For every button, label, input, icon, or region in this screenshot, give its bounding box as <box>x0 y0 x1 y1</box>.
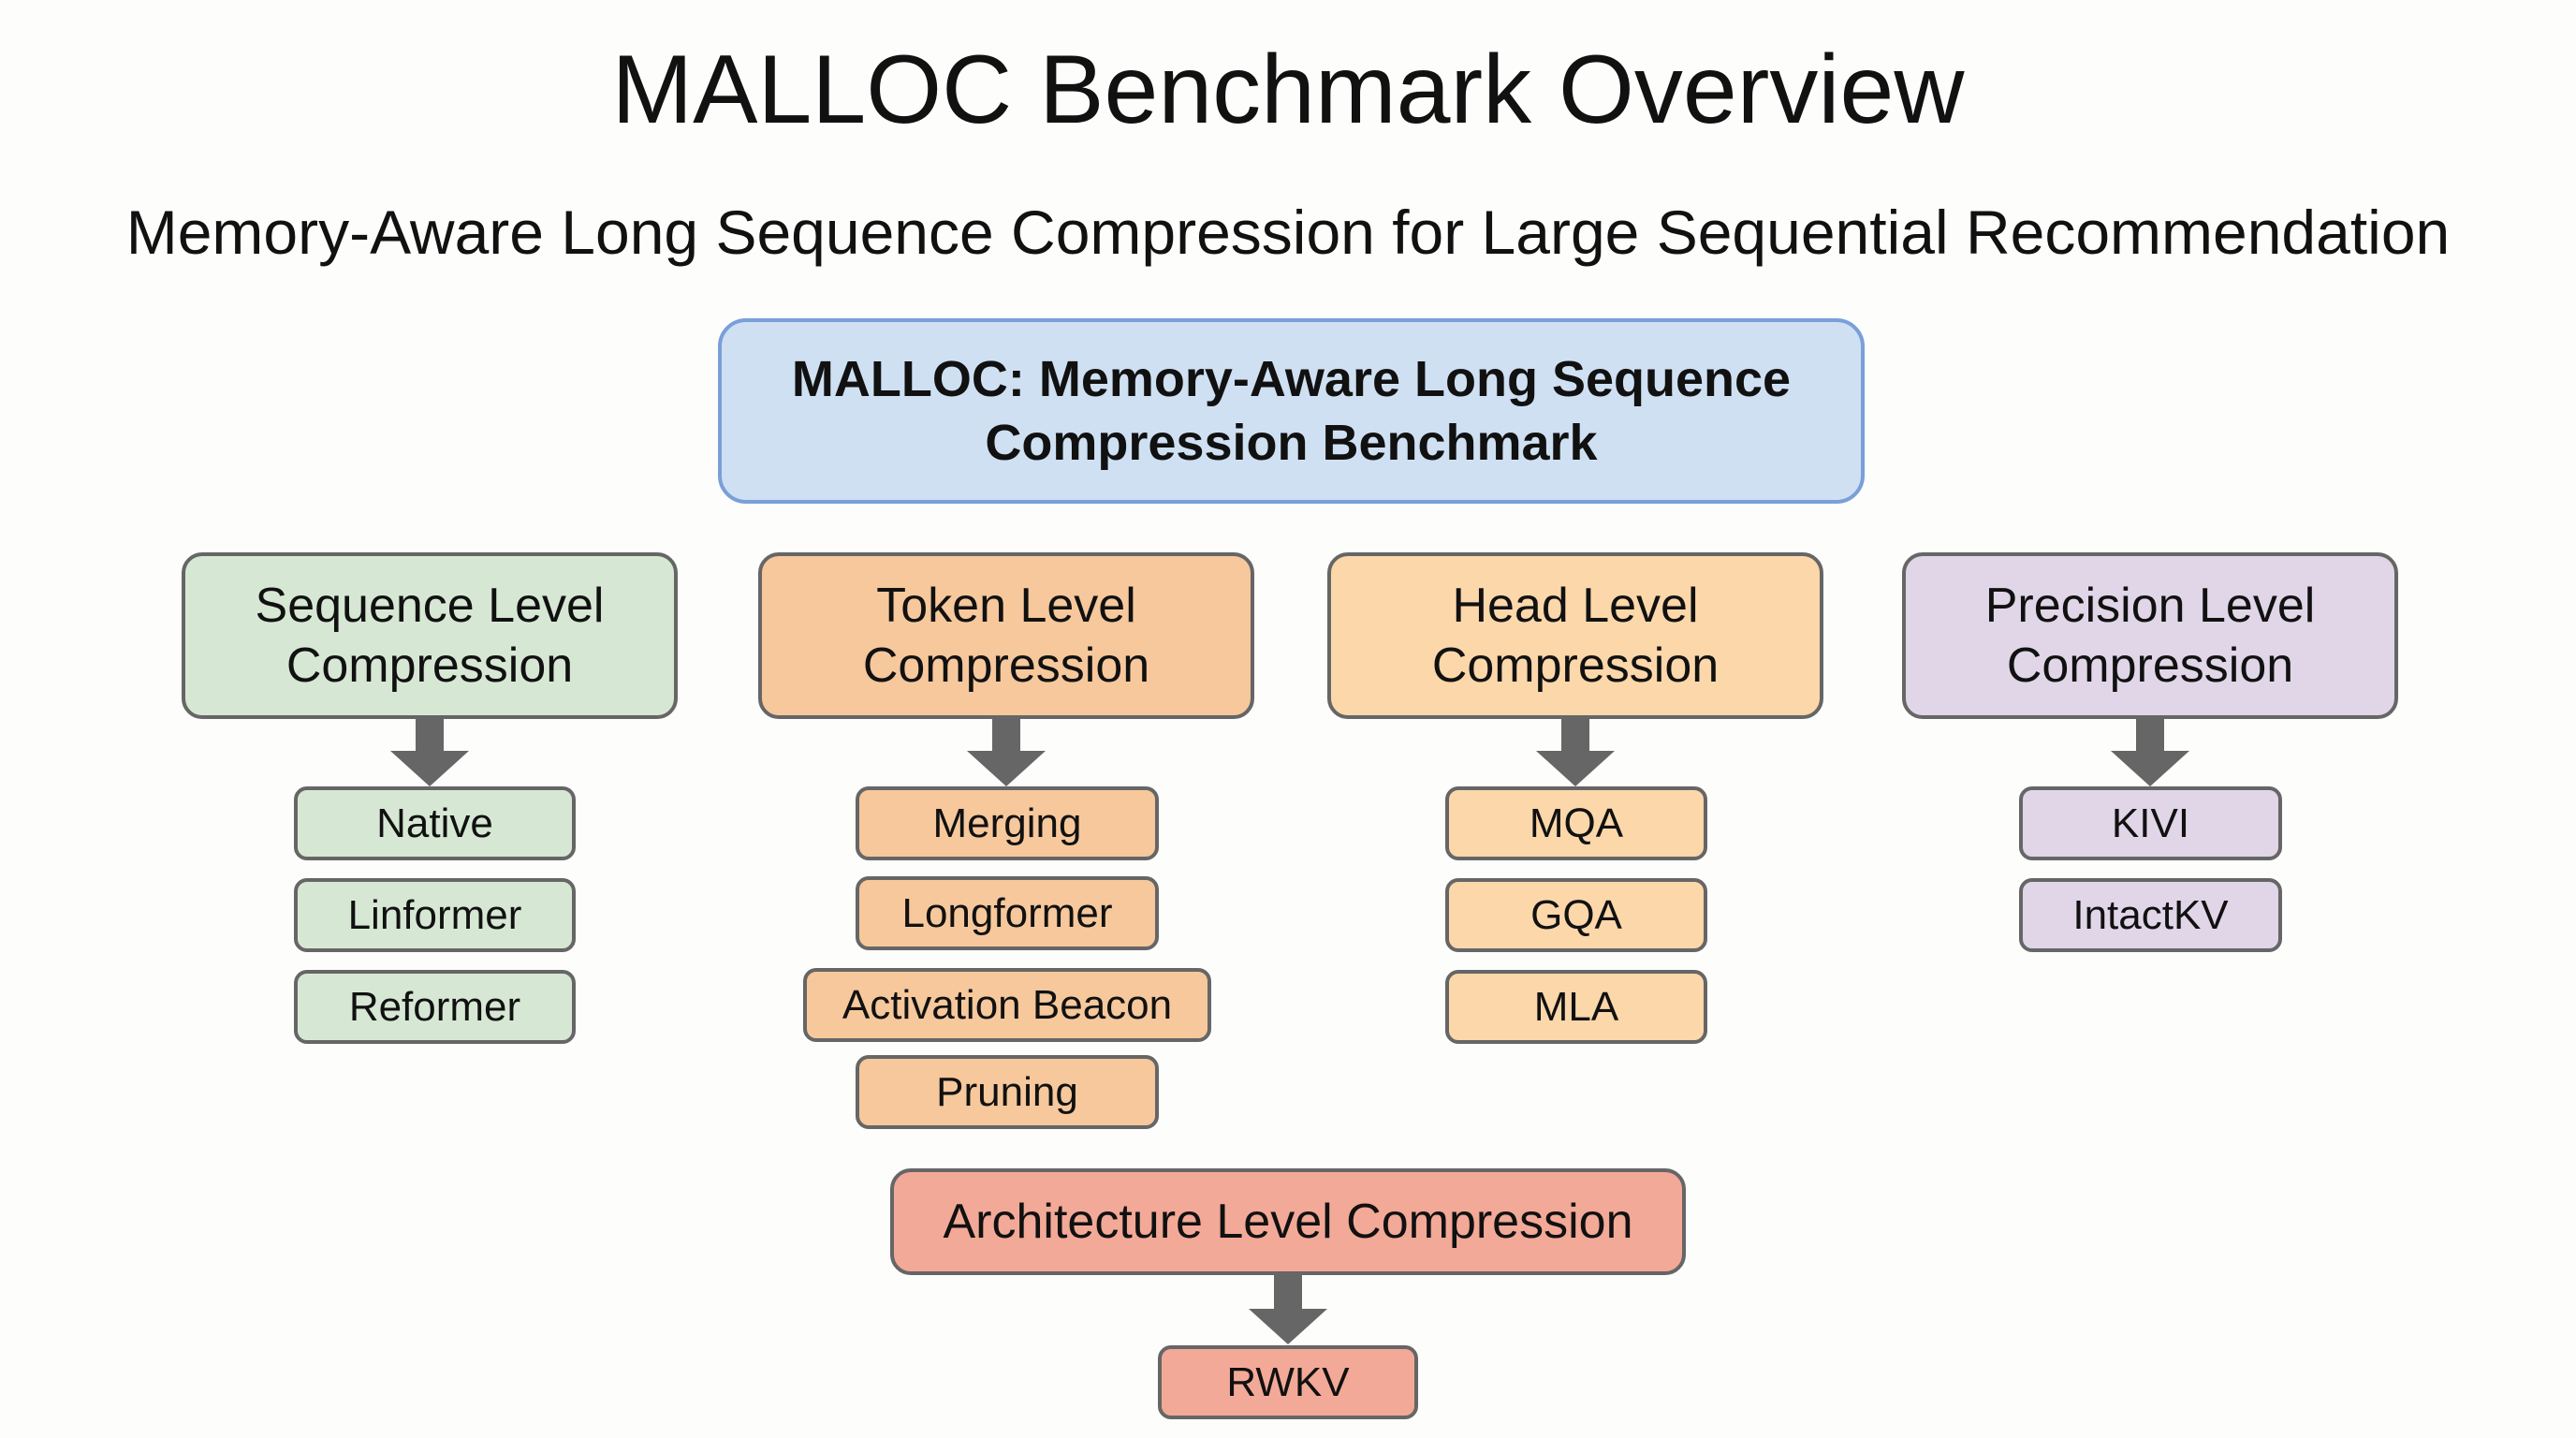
method-kivi: KIVI <box>2019 786 2282 860</box>
method-pruning: Pruning <box>856 1055 1159 1129</box>
method-mla: MLA <box>1445 970 1707 1044</box>
category-label-line2: Compression <box>1431 638 1720 693</box>
category-architecture-level: Architecture Level Compression <box>890 1168 1686 1275</box>
category-precision-level: Precision Level Compression <box>1902 552 2398 719</box>
method-activation-beacon: Activation Beacon <box>803 968 1211 1042</box>
method-linformer: Linformer <box>294 878 576 952</box>
method-longformer: Longformer <box>856 876 1159 950</box>
root-node-malloc: MALLOC: Memory-Aware Long Sequence Compr… <box>718 318 1865 504</box>
root-label-line1: MALLOC: Memory-Aware Long Sequence <box>791 351 1792 407</box>
method-merging: Merging <box>856 786 1159 860</box>
category-label-line1: Sequence Level <box>255 579 605 633</box>
method-gqa: GQA <box>1445 878 1707 952</box>
root-label-line2: Compression Benchmark <box>985 415 1598 471</box>
method-rwkv: RWKV <box>1158 1345 1418 1419</box>
category-label-line1: Precision Level <box>1984 579 2316 633</box>
method-reformer: Reformer <box>294 970 576 1044</box>
category-label-line1: Head Level <box>1452 579 1699 633</box>
method-mqa: MQA <box>1445 786 1707 860</box>
category-label-line1: Token Level <box>876 579 1136 633</box>
page-title: MALLOC Benchmark Overview <box>611 36 1965 144</box>
page-subtitle: Memory-Aware Long Sequence Compression f… <box>125 198 2451 267</box>
category-head-level: Head Level Compression <box>1327 552 1823 719</box>
category-token-level: Token Level Compression <box>758 552 1254 719</box>
category-label-line2: Compression <box>862 638 1150 693</box>
method-intactkv: IntactKV <box>2019 878 2282 952</box>
category-sequence-level: Sequence Level Compression <box>182 552 678 719</box>
category-label-line2: Compression <box>285 638 574 693</box>
method-native: Native <box>294 786 576 860</box>
category-label-line2: Compression <box>2006 638 2294 693</box>
